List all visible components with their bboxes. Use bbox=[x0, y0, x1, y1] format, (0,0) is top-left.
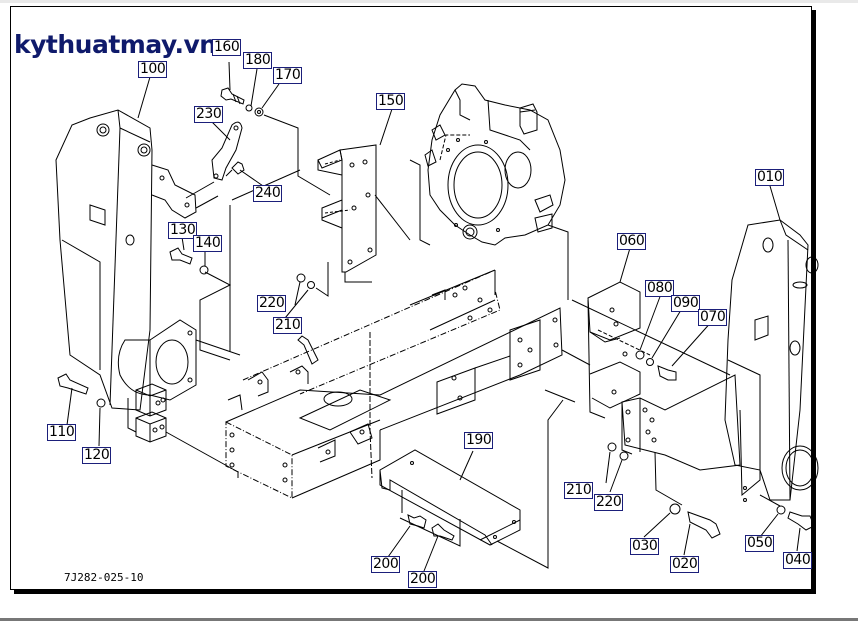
washer-080 bbox=[635, 350, 645, 360]
callout-220-lower[interactable]: 220 bbox=[594, 494, 624, 511]
support-plate-150 bbox=[317, 144, 377, 273]
washer-140 bbox=[199, 265, 209, 275]
bottom-edge bbox=[0, 618, 858, 621]
bolt-070 bbox=[657, 365, 677, 381]
callout-220-upper[interactable]: 220 bbox=[257, 295, 287, 312]
callout-100[interactable]: 100 bbox=[138, 61, 168, 78]
callout-170[interactable]: 170 bbox=[273, 67, 303, 84]
bolt-110 bbox=[57, 373, 89, 395]
callout-010[interactable]: 010 bbox=[755, 169, 785, 186]
left-bracket-100 bbox=[55, 109, 197, 443]
callout-120[interactable]: 120 bbox=[82, 447, 112, 464]
center-frame bbox=[225, 269, 563, 499]
nut-220-lower bbox=[619, 451, 629, 461]
callout-090[interactable]: 090 bbox=[671, 295, 701, 312]
callout-240[interactable]: 240 bbox=[253, 185, 283, 202]
cover-bracket-190 bbox=[379, 449, 521, 546]
callout-230[interactable]: 230 bbox=[194, 106, 224, 123]
callout-140[interactable]: 140 bbox=[193, 235, 223, 252]
callout-200-left[interactable]: 200 bbox=[371, 556, 401, 573]
callout-020[interactable]: 020 bbox=[670, 556, 700, 573]
nut-220-upper bbox=[296, 273, 306, 283]
callout-130[interactable]: 130 bbox=[168, 222, 198, 239]
callout-110[interactable]: 110 bbox=[47, 424, 77, 441]
callout-050[interactable]: 050 bbox=[745, 535, 775, 552]
callout-040[interactable]: 040 bbox=[783, 552, 813, 569]
callout-190[interactable]: 190 bbox=[464, 432, 494, 449]
stay-230 bbox=[211, 121, 243, 181]
leader-lines bbox=[66, 61, 801, 572]
washer-120 bbox=[96, 398, 106, 408]
bolt-020 bbox=[687, 511, 721, 539]
right-bracket-010 bbox=[621, 219, 819, 502]
callout-080[interactable]: 080 bbox=[645, 280, 675, 297]
callout-200-right[interactable]: 200 bbox=[408, 571, 438, 588]
spacer-block-060 bbox=[587, 281, 651, 419]
bolt-200-right bbox=[431, 523, 455, 541]
bolt-200-left bbox=[407, 514, 427, 529]
bolt-130 bbox=[169, 247, 193, 265]
callout-210-lower[interactable]: 210 bbox=[564, 482, 594, 499]
callout-210-upper[interactable]: 210 bbox=[273, 317, 303, 334]
washer-210-upper bbox=[307, 281, 315, 289]
callout-160[interactable]: 160 bbox=[212, 39, 242, 56]
callout-150[interactable]: 150 bbox=[376, 93, 406, 110]
washer-050 bbox=[776, 505, 786, 515]
callout-180[interactable]: 180 bbox=[243, 52, 273, 69]
flywheel-housing bbox=[424, 83, 566, 246]
top-edge bbox=[0, 0, 858, 3]
nut-210-lower bbox=[607, 442, 617, 452]
bolt-160 bbox=[220, 87, 245, 105]
washer-090 bbox=[646, 358, 654, 366]
callout-070[interactable]: 070 bbox=[698, 309, 728, 326]
washer-170 bbox=[254, 107, 264, 117]
bolt-040 bbox=[787, 511, 815, 531]
figure-code: 7J282-025-10 bbox=[64, 571, 144, 584]
bolt-240 bbox=[225, 161, 245, 177]
watermark-logo: kythuatmay.vn bbox=[14, 30, 217, 59]
callout-060[interactable]: 060 bbox=[617, 233, 647, 250]
washer-180 bbox=[245, 104, 253, 112]
washer-030 bbox=[669, 503, 681, 515]
callout-030[interactable]: 030 bbox=[630, 538, 660, 555]
